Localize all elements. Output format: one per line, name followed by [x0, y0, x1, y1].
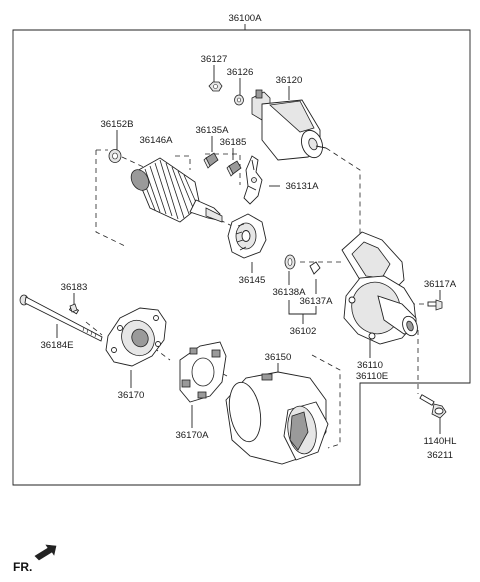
label-36135A: 36135A	[195, 125, 229, 136]
yoke-36150-icon	[225, 371, 329, 465]
rear-bracket-36170-icon	[105, 307, 167, 367]
label-36127: 36127	[201, 54, 228, 65]
label-36145: 36145	[239, 275, 266, 286]
label-36146A: 36146A	[139, 135, 173, 146]
brush-36135A-icon	[203, 152, 219, 169]
label-36150: 36150	[265, 352, 292, 363]
label-36170: 36170	[118, 390, 145, 401]
solenoid-36120-icon	[251, 89, 327, 161]
bolt-36117A-icon	[427, 299, 443, 311]
label-36120: 36120	[276, 75, 303, 86]
label-36185: 36185	[220, 137, 247, 148]
label-36102: 36102	[290, 326, 317, 337]
washer-36126-icon	[234, 94, 244, 106]
ring-36138A-icon	[284, 254, 296, 270]
nut-36127-icon	[208, 81, 223, 92]
label-36137A: 36137A	[299, 296, 333, 307]
bolt-36183-icon	[68, 303, 80, 315]
brush-36185-icon	[226, 160, 242, 177]
label-36184E: 36184E	[40, 340, 73, 351]
label-36100A: 36100A	[228, 13, 262, 24]
stop-ring-36137A-icon	[309, 261, 321, 275]
through-bolt-36184E-icon	[19, 294, 103, 342]
label-36126: 36126	[227, 67, 254, 78]
label-36131A: 36131A	[285, 181, 319, 192]
washer-36152B-icon	[108, 149, 122, 163]
label-36117A: 36117A	[424, 279, 457, 290]
label-36110: 36110	[357, 360, 383, 371]
leader-lines	[56, 65, 441, 434]
label-36152B: 36152B	[100, 119, 133, 130]
fr-arrow-icon	[34, 544, 57, 561]
part-labels: 36100A 36127 36126 36120 36152B 36135A 3…	[40, 13, 457, 461]
bolt-1140HL-icon	[419, 394, 447, 419]
brush-holder-36170A-icon	[179, 341, 227, 403]
label-36110E: 36110E	[356, 371, 388, 382]
lever-36131A-icon	[243, 155, 263, 205]
armature-36146A-icon	[130, 157, 223, 223]
front-direction-indicator: FR.	[13, 544, 57, 574]
pinion-36145-icon	[227, 213, 267, 259]
assembly-frame	[12, 24, 471, 486]
label-36211: 36211	[427, 450, 453, 461]
label-36138A: 36138A	[272, 287, 306, 298]
fr-label: FR.	[13, 560, 32, 574]
label-1140HL: 1140HL	[424, 436, 458, 447]
label-36170A: 36170A	[175, 430, 209, 441]
front-housing-36110-icon	[341, 231, 418, 345]
label-36183: 36183	[61, 282, 88, 293]
